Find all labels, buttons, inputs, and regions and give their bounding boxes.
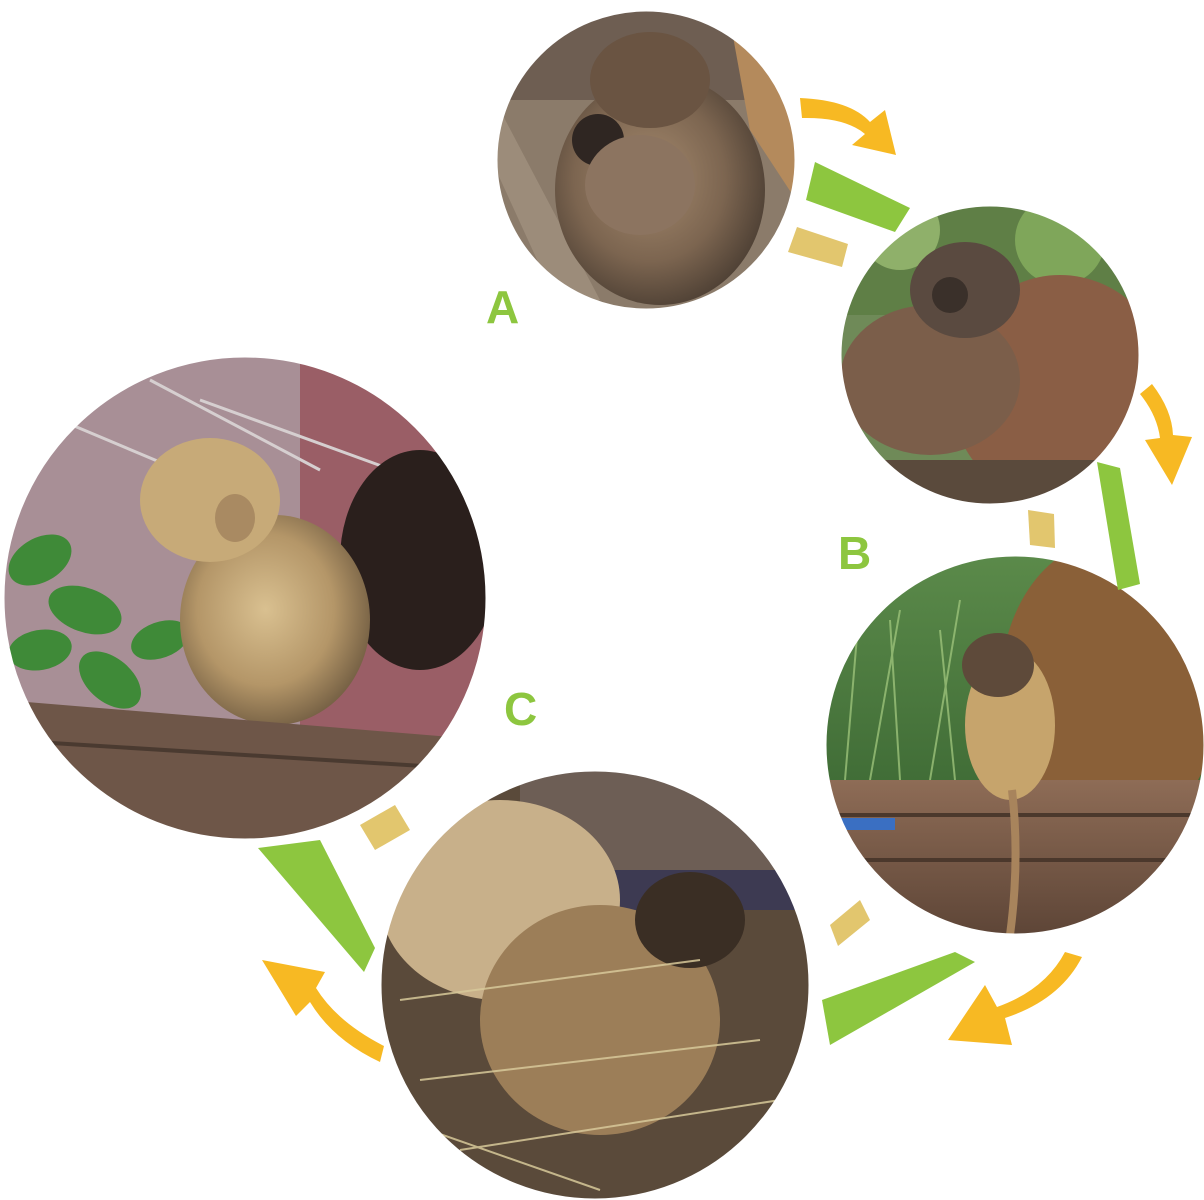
stage-label-b: B [838, 530, 871, 576]
arrow-b2-to-c-icon [948, 952, 1082, 1045]
tan-band-1 [788, 227, 848, 267]
tan-band-3 [830, 900, 870, 946]
photo-c2 [380, 770, 810, 1200]
photo-b1 [840, 190, 1170, 510]
green-band-4 [258, 840, 375, 972]
photo-a [496, 10, 796, 310]
arrow-b-to-b2-icon [1140, 384, 1192, 485]
tan-band-2 [1028, 510, 1055, 548]
arrow-c-to-a-icon [262, 960, 384, 1062]
green-band-2 [1097, 462, 1140, 590]
green-band-1 [806, 162, 910, 232]
stage-label-a: A [486, 284, 519, 330]
green-band-3 [822, 952, 975, 1045]
tan-band-4 [360, 805, 410, 850]
photo-b2 [825, 540, 1204, 940]
photo-c1 [0, 356, 500, 840]
arrow-a-to-b-icon [800, 98, 896, 155]
stage-label-c: C [504, 686, 537, 732]
